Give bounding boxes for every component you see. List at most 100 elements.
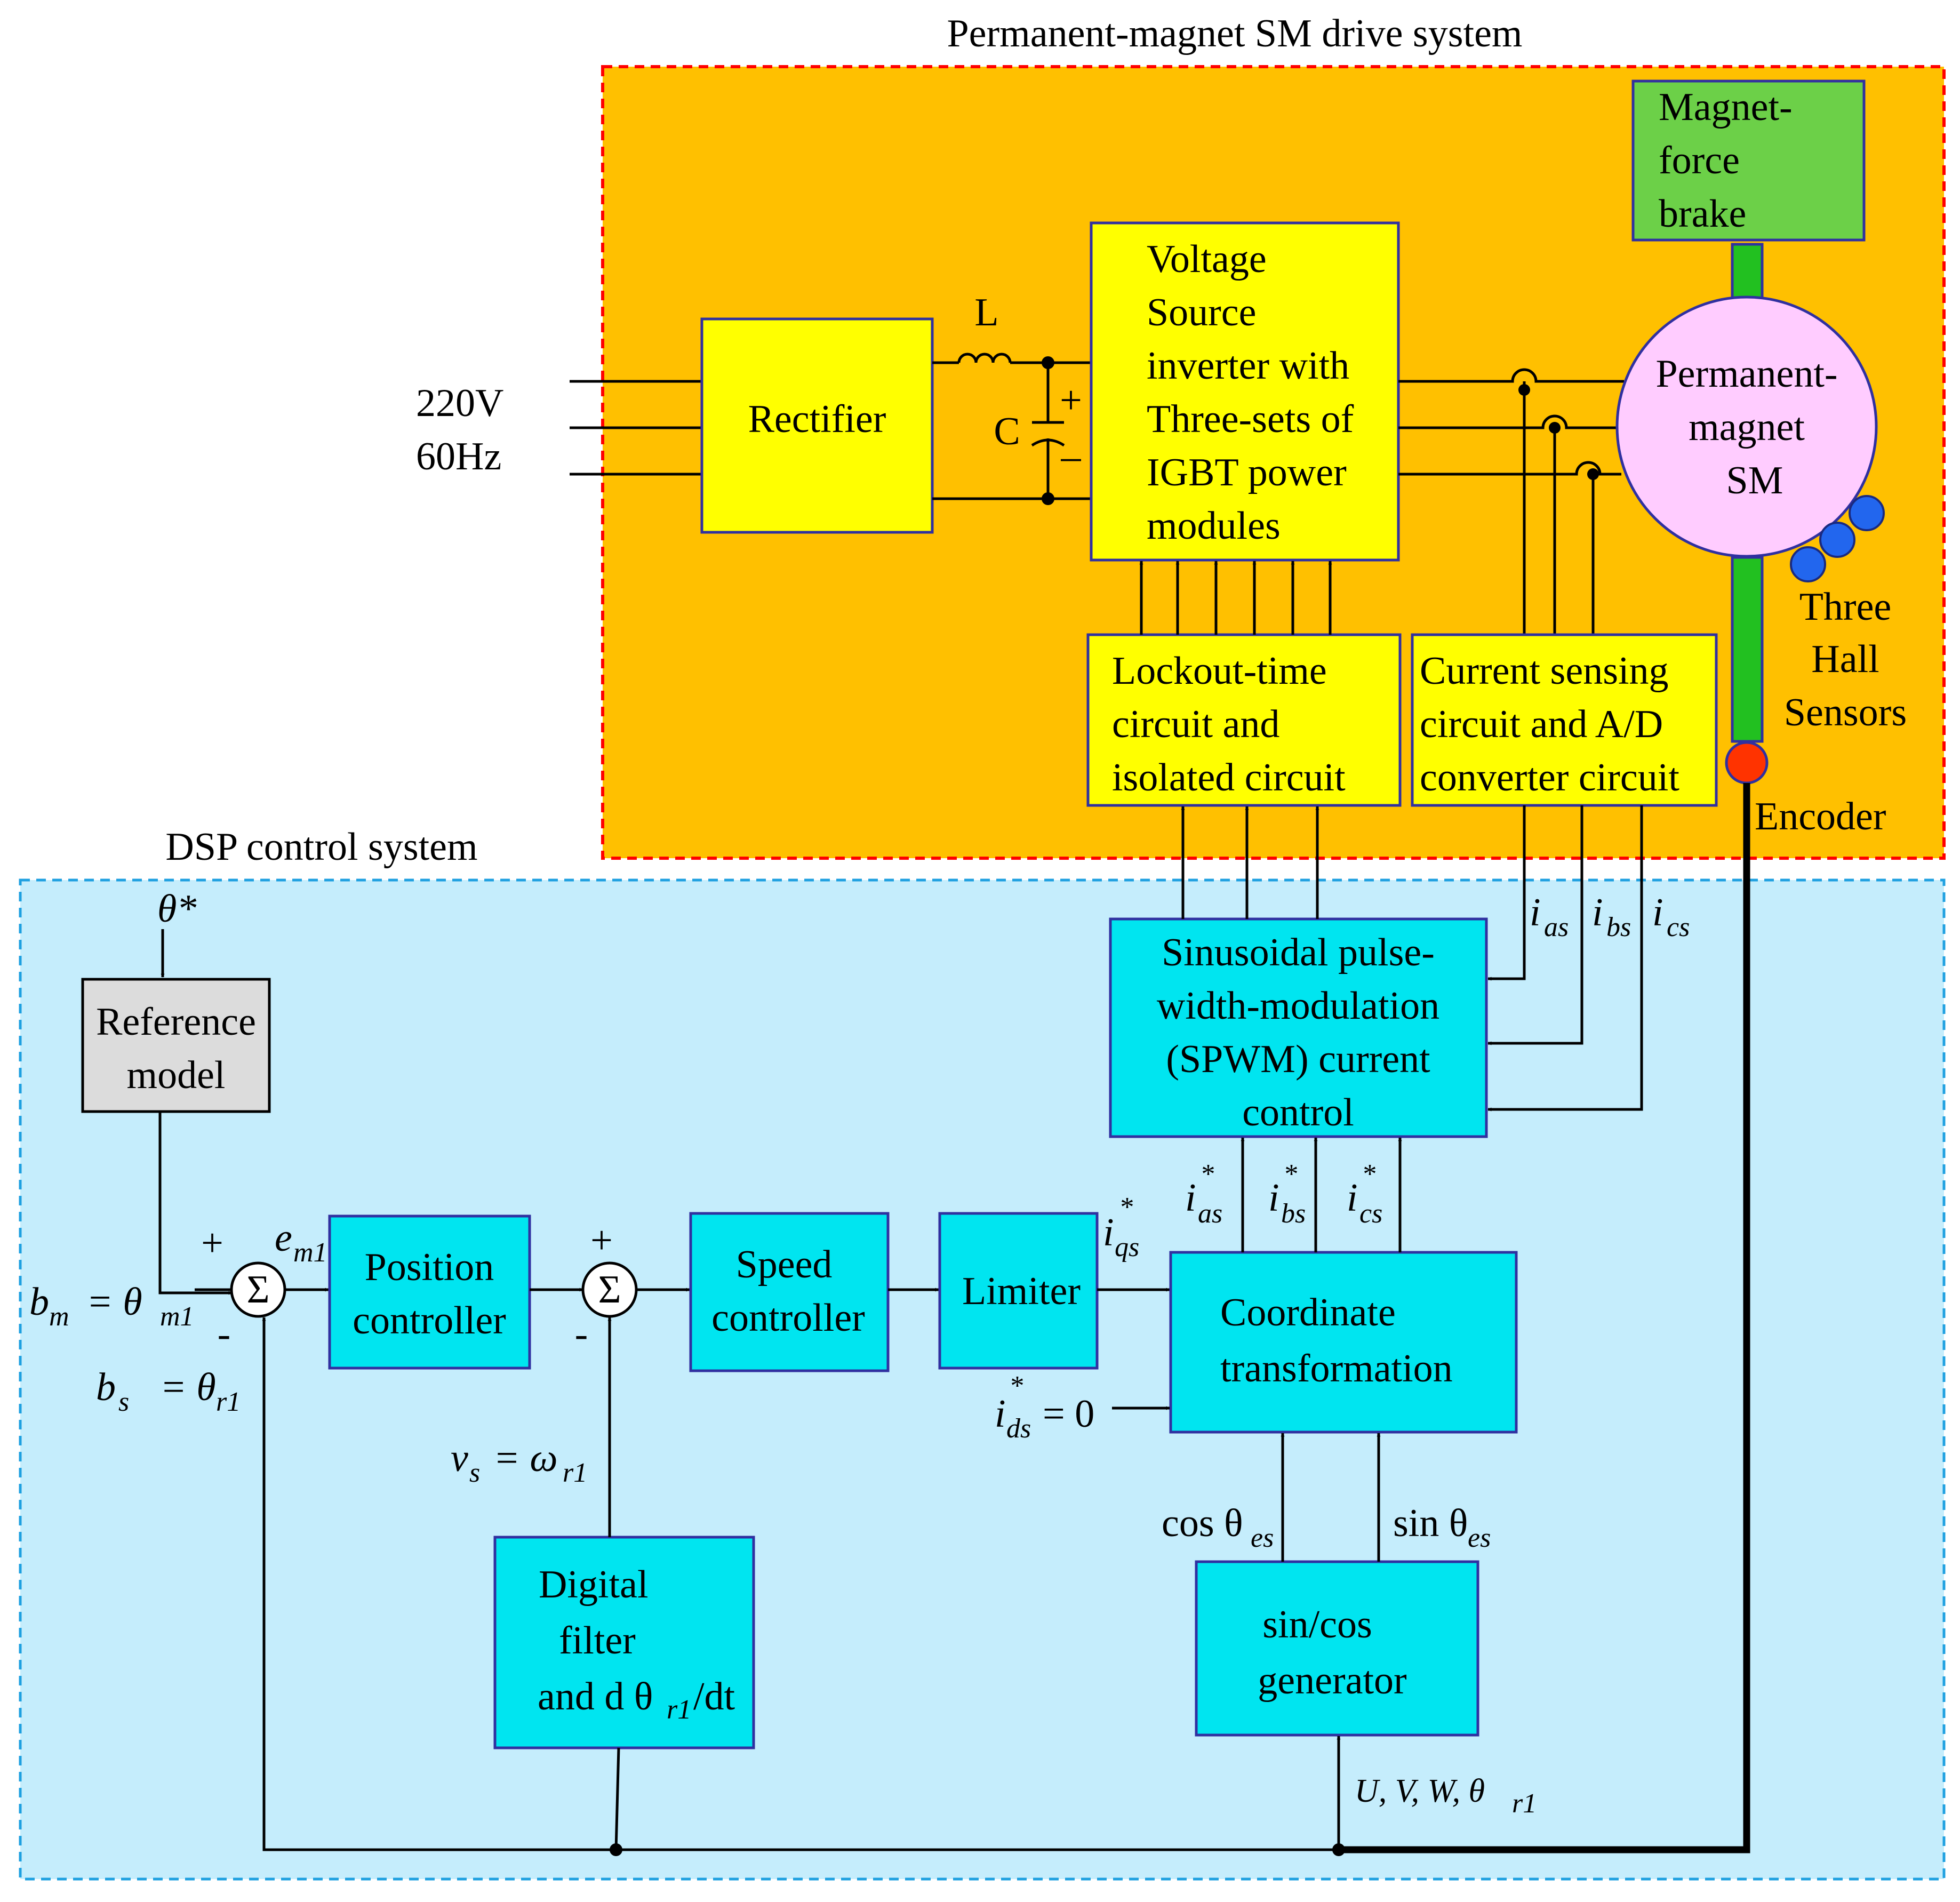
reference-model-block <box>81 978 271 1113</box>
bus-node-sincos <box>1332 1843 1345 1856</box>
hall-sensor-icons <box>1790 495 1885 582</box>
sum-junction-2-symbol: Σ <box>598 1268 621 1312</box>
svg-text:(SPWM) current: (SPWM) current <box>1166 1037 1430 1081</box>
svg-text:controller: controller <box>711 1296 865 1340</box>
spwm-label: Sinusoidal pulse- width-modulation (SPWM… <box>1157 931 1439 1134</box>
drive-system-title: Permanent-magnet SM drive system <box>947 12 1523 55</box>
svg-text:i: i <box>1103 1211 1114 1254</box>
svg-text:m1: m1 <box>293 1237 327 1268</box>
rectifier-block <box>700 317 934 534</box>
capacitor-plus: + <box>1060 379 1082 422</box>
b-s-label: b s = θ r1 <box>96 1365 241 1417</box>
sum2-plus: + <box>590 1219 613 1262</box>
svg-text:force: force <box>1659 139 1740 182</box>
i-cs-label: i cs <box>1652 891 1690 942</box>
svg-text:i: i <box>1268 1176 1279 1220</box>
svg-text:Permanent-: Permanent- <box>1655 352 1837 396</box>
i-bs-ref-label: i * bs <box>1268 1159 1306 1229</box>
svg-text:i: i <box>1347 1176 1358 1220</box>
svg-text:Lockout-time: Lockout-time <box>1112 649 1327 693</box>
sum1-minus: - <box>218 1312 231 1356</box>
svg-text:es: es <box>1251 1523 1274 1553</box>
dc-node-top <box>1042 356 1054 369</box>
svg-text:bs: bs <box>1281 1198 1306 1229</box>
sum-junction-1-symbol: Σ <box>246 1268 269 1312</box>
svg-text:= 0: = 0 <box>1043 1392 1094 1436</box>
spwm-to-lockout-arrows <box>1181 806 1319 919</box>
supply-voltage-label: 220V <box>416 381 503 425</box>
svg-text:= θ: = θ <box>160 1365 216 1409</box>
svg-text:i: i <box>1652 891 1663 934</box>
cos-theta-label: cos θ es <box>1162 1501 1274 1553</box>
dsp-region <box>19 878 1946 1881</box>
svg-text:modules: modules <box>1147 504 1281 548</box>
svg-text:SM: SM <box>1726 459 1783 502</box>
brake-label: Magnet- force brake <box>1659 85 1793 236</box>
reference-current-arrows <box>1241 1137 1402 1252</box>
svg-text:as: as <box>1198 1198 1222 1229</box>
svg-text:Digital: Digital <box>539 1563 649 1607</box>
brake-block <box>1631 79 1866 242</box>
svg-text:*: * <box>1362 1159 1375 1189</box>
svg-text:Sensors: Sensors <box>1784 691 1907 734</box>
svg-text:Sinusoidal pulse-: Sinusoidal pulse- <box>1162 931 1435 974</box>
sum2-minus: - <box>575 1312 588 1356</box>
lower-shaft <box>1731 556 1764 743</box>
b-m-label: b m = θ m1 <box>29 1280 194 1332</box>
svg-text:Speed: Speed <box>736 1243 833 1286</box>
svg-text:/dt: /dt <box>693 1675 735 1719</box>
svg-text:Voltage: Voltage <box>1147 237 1267 281</box>
dc-node-bottom <box>1042 492 1054 505</box>
svg-text:control: control <box>1242 1091 1354 1134</box>
coordinate-transformation-block <box>1169 1251 1518 1434</box>
svg-text:isolated circuit: isolated circuit <box>1112 756 1346 800</box>
reference-to-sum1-wire <box>158 1112 233 1295</box>
motor-label: Permanent- magnet SM <box>1655 352 1837 502</box>
svg-text:generator: generator <box>1258 1659 1406 1703</box>
speed-controller-block <box>689 1212 890 1372</box>
svg-text:Current sensing: Current sensing <box>1420 649 1669 693</box>
e-m1-label: e m1 <box>275 1216 327 1268</box>
svg-text:s: s <box>118 1387 129 1417</box>
supply-frequency-label: 60Hz <box>416 435 501 478</box>
svg-text:m1: m1 <box>160 1301 194 1332</box>
i-cs-ref-label: i * cs <box>1347 1159 1382 1229</box>
speed-controller-label: Speed controller <box>711 1243 865 1340</box>
svg-text:cs: cs <box>1667 912 1690 942</box>
svg-text:i: i <box>995 1392 1006 1436</box>
svg-text:= ω: = ω <box>493 1436 558 1480</box>
svg-text:e: e <box>275 1216 292 1260</box>
svg-text:ds: ds <box>1006 1413 1031 1444</box>
svg-text:as: as <box>1544 912 1569 942</box>
i-ds-label: i * ds = 0 <box>995 1371 1094 1444</box>
svg-text:qs: qs <box>1115 1232 1139 1262</box>
coordinate-transformation-label: Coordinate transformation <box>1220 1291 1453 1390</box>
svg-text:and d θ: and d θ <box>538 1675 653 1719</box>
svg-text:es: es <box>1468 1523 1491 1553</box>
svg-text:transformation: transformation <box>1220 1347 1453 1390</box>
encoder-icon <box>1725 741 1769 785</box>
svg-text:v: v <box>451 1436 468 1480</box>
svg-text:cos θ: cos θ <box>1162 1501 1243 1545</box>
svg-text:r1: r1 <box>563 1458 587 1488</box>
uvw-label: U, V, W, θ r1 <box>1355 1773 1537 1819</box>
position-controller-block <box>328 1214 531 1370</box>
svg-text:i: i <box>1530 891 1541 934</box>
svg-text:Source: Source <box>1147 291 1257 334</box>
inductor-label: L <box>974 291 998 334</box>
hall-sensors-label: Three Hall Sensors <box>1784 585 1907 734</box>
svg-text:bs: bs <box>1606 912 1631 942</box>
inductor-coil-icon <box>957 353 1012 363</box>
rectifier-label: Rectifier <box>748 397 886 441</box>
reference-model-label: Reference model <box>96 1000 256 1097</box>
svg-text:*: * <box>1009 1371 1023 1401</box>
sin-theta-label: sin θ es <box>1393 1501 1491 1553</box>
upper-shaft <box>1731 243 1764 303</box>
i-as-label: i as <box>1530 891 1569 942</box>
svg-text:b: b <box>96 1365 116 1409</box>
dsp-system-title: DSP control system <box>165 825 477 869</box>
svg-text:sin θ: sin θ <box>1393 1501 1468 1545</box>
current-feedback-wires <box>1487 805 1643 1112</box>
